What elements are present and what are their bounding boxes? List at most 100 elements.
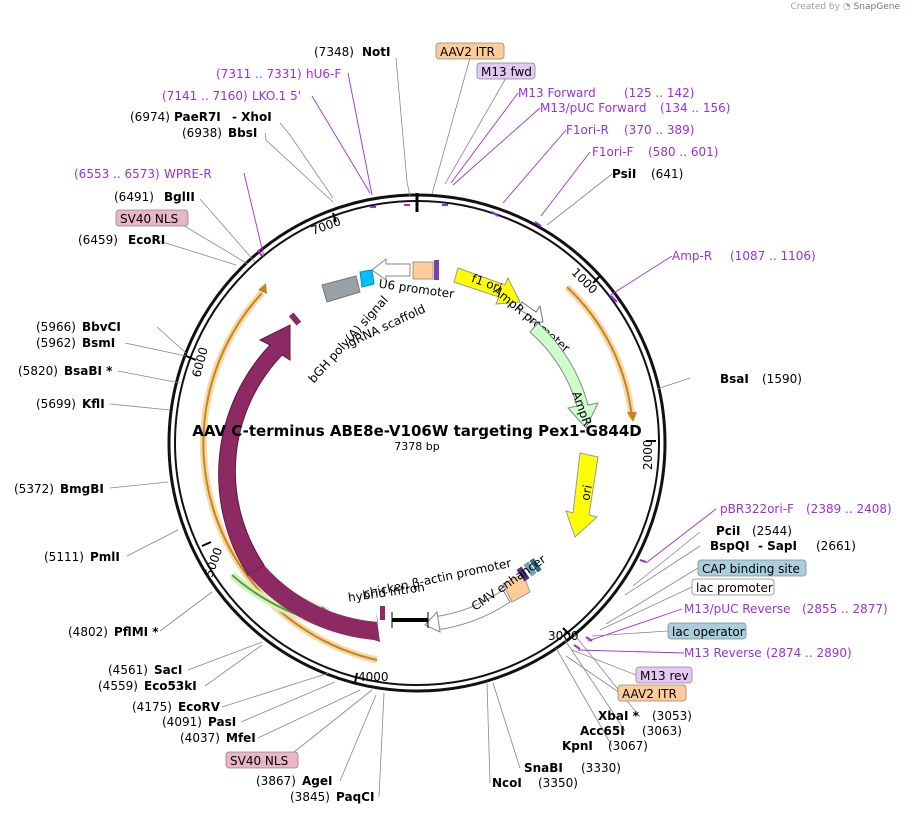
plasmid-title: AAV C-terminus ABE8e-V106W targeting Pex… [192,422,641,440]
bgh-label: bGH poly(A) signal [306,293,391,386]
lac-marker-1 [516,566,530,582]
box-aav2-itr-top [435,42,505,60]
box-m13-rev [635,666,693,684]
primer-pos-f1ori-f: (580 .. 601) [648,145,718,159]
primer-name-lko1: LKO.1 5' [252,89,301,103]
primer-leader-lines [243,72,717,654]
primer-name-hu6f: hU6-F [306,67,341,81]
primer-pos-f1ori-r: (370 .. 389) [624,123,694,137]
site-name-bspqi: BspQI [710,539,750,553]
primer-pos-pbr322ori-f: (2389 .. 2408) [806,502,892,516]
site-name-kfli: KflI [82,397,105,411]
box-cap-binding-site-label: CAP binding site [702,562,800,576]
site-name-pcii: PciI [716,524,741,538]
primer-name-m13-reverse: M13 Reverse [684,646,762,660]
site-name-sapi: - SapI [758,539,797,553]
chicken-actin-promoter-arrow [432,589,511,631]
site-leader-lines [109,57,701,798]
u6-promoter-label: U6 promoter [378,277,455,301]
feature-arc-orange-left [202,292,378,661]
box-lac-promoter [691,578,775,596]
box-cap-binding-site [697,559,807,577]
site-name-acc65i: Acc65I [580,724,625,738]
primer-name-ampr: Amp-R [672,249,712,263]
lac-marker-2 [523,561,537,577]
site-name-bsabi: BsaBI * [64,364,113,378]
primer-pos-hu6f: (7311 .. 7331) [216,67,302,81]
feature-arc-orange-right [566,286,633,419]
site-name-kpni: KpnI [562,739,593,753]
site-pos-pmli: (5111) [44,550,84,564]
bgh-marker [288,312,302,326]
primer-name-m13puc-forward: M13/pUC Forward [540,101,647,115]
box-aav2-itr-top-label: AAV2 ITR [440,45,495,59]
primer-pos-m13-reverse: (2874 .. 2890) [766,646,852,660]
site-name-snabi: SnaBI [524,761,563,775]
site-name-ncoi: NcoI [492,776,522,790]
cmv-enhancer-box [502,573,531,603]
credit-brand: SnapGene [853,2,900,12]
arrowhead-orange-right [627,412,637,422]
site-pos-bbvci: (5966) [36,320,76,334]
site-pos-pflmi: (4802) [68,625,108,639]
primer-name-m13-forward: M13 Forward [518,86,596,100]
grey-feature-box [321,275,361,303]
site-pos-agei: (3867) [256,774,296,788]
site-pos-snabi: (3330) [581,761,621,775]
tick-label-4000: 4000 [358,670,389,684]
site-pos-ncoi: (3350) [538,776,578,790]
f1-ori-arrow [453,267,521,305]
primer-pos-wprer: (6553 .. 6573) [74,167,160,181]
site-name-bmgbi: BmgBI [60,482,104,496]
box-sv40-nls-left-label: SV40 NLS [120,212,178,226]
primer-name-m13puc-reverse: M13/pUC Reverse [684,602,791,616]
site-pos-noti: (7348) [314,45,354,59]
site-name-paer7i: PaeR7I [174,110,221,124]
snapgene-credit: Created by ◔ SnapGene [790,2,900,12]
site-pos-psii: (641) [651,167,683,181]
site-pos-pcii: (2544) [752,524,792,538]
site-pos-saci: (4561) [108,663,148,677]
site-name-bsmi: BsmI [82,336,115,350]
box-m13-fwd [476,62,536,80]
tick-label-2000: 2000 [641,439,655,470]
site-pos-ecori: (6459) [78,233,118,247]
box-lac-promoter-label: lac promoter [696,581,773,595]
u6-promoter-arrow [371,257,411,281]
u6-marker [434,260,439,280]
primer-pos-m13-forward: (125 .. 142) [624,86,694,100]
arrowhead-orange-left [258,283,267,294]
box-sv40-nls-left [115,209,189,227]
site-pos-bbsi: (6938) [182,126,222,140]
box-lac-operator [667,622,747,640]
primer-name-pbr322ori-f: pBR322ori-F [720,502,794,516]
site-name-eco53ki: Eco53kI [144,679,197,693]
primer-name-f1ori-f: F1ori-F [592,145,633,159]
site-name-pflmi: PflMI * [114,625,159,639]
ori-arrow [565,452,599,538]
cas9-label: Cas9(C) [263,475,285,524]
site-pos-paer7i: (6974) [130,110,170,124]
lac-marker-3 [529,558,542,573]
ori-label: ori [578,484,594,502]
box-aav2-itr-bottom [617,684,687,702]
grna-scaffold-box [359,269,375,288]
ampr-promoter-arrow [517,301,544,323]
site-pos-ecorv: (4175) [132,700,172,714]
box-sv40-nls-bottom [225,751,299,769]
site-pos-bsai: (1590) [762,372,802,386]
site-name-agei: AgeI [302,774,332,788]
site-pos-bmgbi: (5372) [14,482,54,496]
primer-pos-m13puc-forward: (134 .. 156) [660,101,730,115]
site-pos-mfei: (4037) [180,731,220,745]
site-name-ecorv: EcoRV [178,700,221,714]
box-aav2-itr-bottom-label: AAV2 ITR [622,687,677,701]
primer-pos-m13puc-reverse: (2855 .. 2877) [802,602,888,616]
site-name-paqci: PaqCI [336,790,374,804]
primer-pos-lko1: (7141 .. 7160) [162,89,248,103]
site-name-bglii: BglII [164,190,195,204]
site-pos-bsabi: (5820) [18,364,58,378]
ampr-arrow [529,322,599,429]
site-pos-bspqi: (2661) [816,539,856,553]
box-m13-rev-label: M13 rev [640,669,689,683]
